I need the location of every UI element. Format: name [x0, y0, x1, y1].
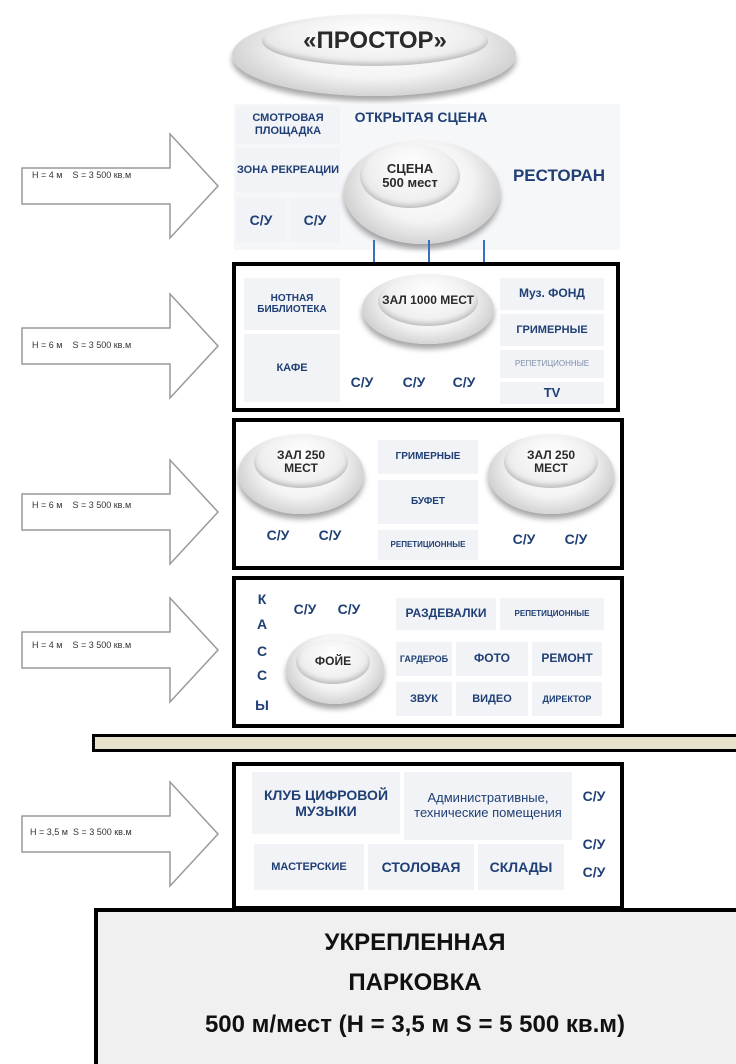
director: ДИРЕКТОР — [532, 682, 602, 716]
buffet: БУФЕТ — [378, 480, 478, 524]
cafe: КАФЕ — [244, 334, 340, 402]
wc-top-1: С/У — [236, 198, 286, 242]
foyer-label: ФОЙЕ — [314, 654, 352, 669]
stage-label: СЦЕНА 500 мест — [382, 160, 438, 190]
admin-technical: Административные, технические помещения — [404, 772, 572, 840]
rehearsal-f2: РЕПЕТИЦИОННЫЕ — [378, 530, 478, 560]
cashier-letter-3: С — [256, 642, 268, 659]
parking-line-3: 500 м/мест (H = 3,5 м S = 5 500 кв.м) — [204, 1011, 626, 1039]
arrow-floor-3 — [21, 292, 220, 400]
arrow-label-floor-0: H = 3,5 м S = 3 500 кв.м — [30, 827, 132, 837]
arrow-floor-0 — [21, 780, 220, 888]
parking-line-1: УКРЕПЛЕННАЯ — [324, 929, 506, 957]
title-disc-top: «ПРОСТОР» — [262, 16, 488, 66]
rehearsal-f1: РЕПЕТИЦИОННЫЕ — [500, 598, 604, 630]
music-library: НОТНАЯ БИБЛИОТЕКА — [244, 278, 340, 330]
arrow-label-floor-4: H = 4 м S = 3 500 кв.м — [32, 170, 132, 180]
arrow-floor-4 — [21, 132, 220, 240]
wc-f2-4: С/У — [564, 530, 588, 547]
digital-music-club: КЛУБ ЦИФРОВОЙ МУЗЫКИ — [252, 772, 400, 834]
observation-deck: СМОТРОВАЯ ПЛОЩАДКА — [236, 106, 340, 144]
wc-b-1: С/У — [582, 787, 606, 804]
wc-f2-1: С/У — [266, 526, 290, 543]
cashier-letter-1: К — [257, 590, 267, 607]
hall-250-left-label: ЗАЛ 250 МЕСТ — [276, 447, 326, 475]
parking-line-2: ПАРКОВКА — [348, 969, 482, 997]
cashier-letter-4: С — [256, 666, 268, 683]
hall-1000-label: ЗАЛ 1000 МЕСТ — [382, 293, 474, 308]
hall-250-left-disc-top: ЗАЛ 250 МЕСТ — [254, 436, 348, 488]
stage-disc-top: СЦЕНА 500 мест — [360, 144, 460, 208]
cashier-letter-5: Ы — [255, 696, 269, 713]
tv-room: TV — [500, 382, 604, 404]
sound: ЗВУК — [396, 682, 452, 716]
restaurant: РЕСТОРАН — [500, 106, 618, 246]
wc-f3-2: С/У — [402, 373, 426, 390]
hall-1000-disc-top: ЗАЛ 1000 МЕСТ — [378, 276, 478, 326]
open-stage-label: ОТКРЫТАЯ СЦЕНА — [354, 108, 488, 125]
photo: ФОТО — [456, 642, 528, 676]
hall-250-right-label: ЗАЛ 250 МЕСТ — [526, 447, 576, 475]
storage: СКЛАДЫ — [478, 844, 564, 890]
canteen: СТОЛОВАЯ — [368, 844, 474, 890]
hall-250-right-disc-top: ЗАЛ 250 МЕСТ — [504, 436, 598, 488]
music-fund: Муз. ФОНД — [500, 278, 604, 310]
wc-f1-1: С/У — [284, 596, 326, 622]
wc-f3-3: С/У — [452, 373, 476, 390]
arrow-floor-2 — [21, 458, 220, 566]
dressing-rooms-f3: ГРИМЕРНЫЕ — [500, 314, 604, 346]
cashier-column: К А С С Ы — [252, 588, 272, 718]
ground-strip — [92, 734, 736, 752]
parking-block — [94, 908, 736, 1064]
arrow-label-floor-1: H = 4 м S = 3 500 кв.м — [32, 640, 132, 650]
wc-f3-1: С/У — [350, 373, 374, 390]
foyer-disc-top: ФОЙЕ — [296, 640, 370, 684]
wc-f1-2: С/У — [328, 596, 370, 622]
arrow-label-floor-3: H = 6 м S = 3 500 кв.м — [32, 340, 132, 350]
wc-f2-2: С/У — [318, 526, 342, 543]
rehearsal-f3: РЕПЕТИЦИОННЫЕ — [500, 350, 604, 378]
wc-b-2: С/У — [582, 835, 606, 852]
wc-top-2: С/У — [290, 198, 340, 242]
title: «ПРОСТОР» — [303, 26, 447, 54]
dressing-rooms-f2: ГРИМЕРНЫЕ — [378, 440, 478, 474]
video: ВИДЕО — [456, 682, 528, 716]
arrow-floor-1 — [21, 596, 220, 704]
cloakroom: РАЗДЕВАЛКИ — [396, 598, 496, 630]
connector-center — [428, 240, 430, 276]
cashier-letter-2: А — [256, 615, 268, 632]
wc-b-3: С/У — [582, 863, 606, 880]
arrow-label-floor-2: H = 6 м S = 3 500 кв.м — [32, 500, 132, 510]
repair: РЕМОНТ — [532, 642, 602, 676]
recreation-zone: ЗОНА РЕКРЕАЦИИ — [236, 148, 340, 192]
wc-f2-3: С/У — [512, 530, 536, 547]
wardrobe: ГАРДЕРОБ — [396, 642, 452, 676]
workshops: МАСТЕРСКИЕ — [254, 844, 364, 890]
